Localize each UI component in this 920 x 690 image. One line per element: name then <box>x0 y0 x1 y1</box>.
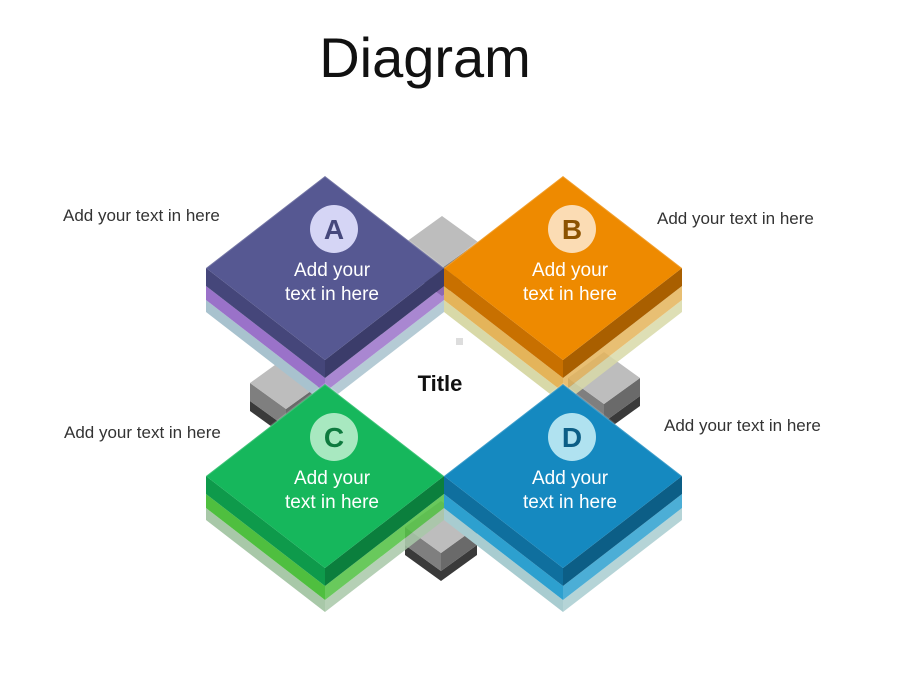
tile-b-top <box>444 176 682 360</box>
center-title: Title <box>418 371 463 396</box>
letter-d: D <box>562 422 582 453</box>
tile-d-text-line2: text in here <box>523 492 617 513</box>
side-text-d: Add your text in here <box>664 416 821 435</box>
tile-a-text-line2: text in here <box>285 284 379 305</box>
letter-circle-c <box>310 413 358 461</box>
letter-b: B <box>562 214 582 245</box>
letter-c: C <box>324 422 344 453</box>
side-text-a: Add your text in here <box>63 206 220 225</box>
tile-d-top <box>444 384 682 568</box>
tile-a-top <box>206 176 444 360</box>
tile-c-text-line1: Add your <box>294 468 371 489</box>
tile-d-text-line1: Add your <box>532 468 609 489</box>
tile-d: D Add your text in here <box>443 382 683 612</box>
letter-a: A <box>324 214 344 245</box>
tile-c-text-line2: text in here <box>285 492 379 513</box>
side-text-c: Add your text in here <box>64 423 221 442</box>
tile-b-text-line2: text in here <box>523 284 617 305</box>
tile-b: B Add your text in here <box>443 174 683 404</box>
letter-circle-d <box>548 413 596 461</box>
tile-a: A Add your text in here <box>205 174 445 404</box>
tile-b-text-line1: Add your <box>532 260 609 281</box>
letter-circle-b <box>548 205 596 253</box>
tile-a-text-line1: Add your <box>294 260 371 281</box>
letter-circle-a <box>310 205 358 253</box>
tile-c-top <box>206 384 444 568</box>
tile-c: C Add your text in here <box>205 382 445 612</box>
center-dot <box>456 338 463 345</box>
page-title: Diagram <box>319 26 531 89</box>
side-text-b: Add your text in here <box>657 209 814 228</box>
